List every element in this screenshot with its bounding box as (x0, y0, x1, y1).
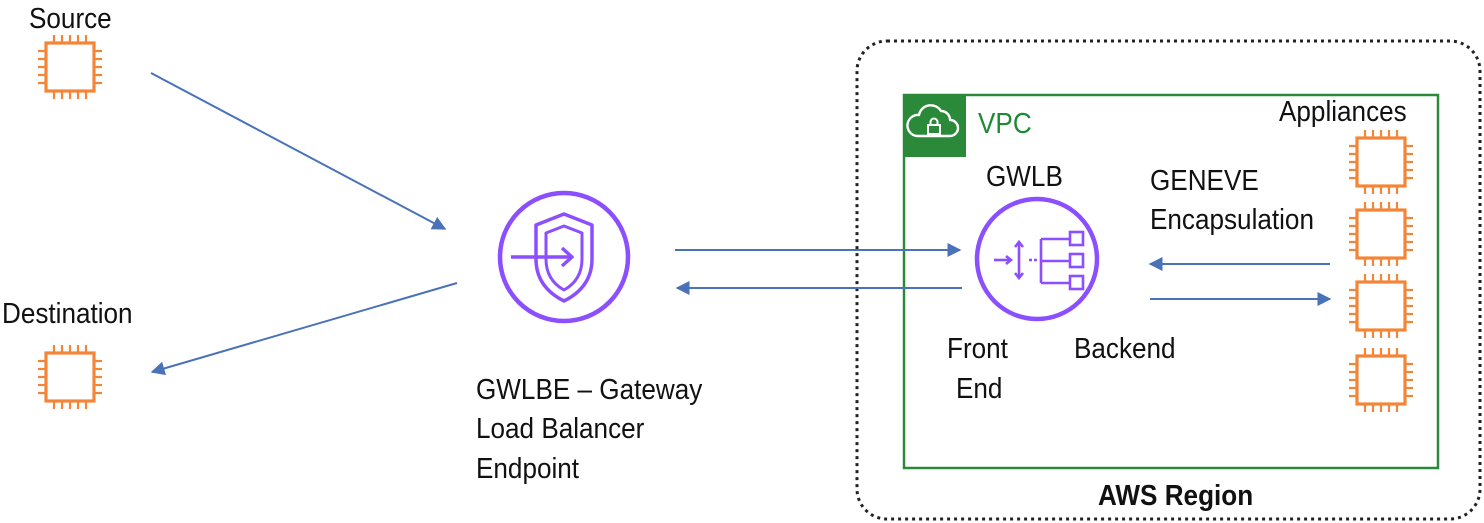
vpc-cloud-lock-icon (904, 95, 966, 157)
gwlb-label: GWLB (986, 161, 1063, 193)
appliance-instance-icon (1347, 272, 1415, 340)
source-label: Source (29, 3, 112, 35)
appliances-label: Appliances (1279, 96, 1407, 128)
gateway-load-balancer-endpoint-icon (497, 190, 631, 324)
source-instance-icon (36, 33, 104, 101)
gateway-load-balancer-icon (974, 196, 1100, 322)
gwlbe-label-line2: Load Balancer (476, 413, 645, 445)
vpc-boundary (902, 93, 1440, 470)
gwlbe-label-line1: GWLBE – Gateway (476, 374, 703, 406)
geneve-label-line2: Encapsulation (1150, 204, 1314, 236)
geneve-label-line1: GENEVE (1150, 165, 1259, 197)
front-end-label-line1: Front (947, 333, 1008, 365)
source-to-gwlbe-arrow (150, 72, 447, 230)
backend-label: Backend (1074, 333, 1176, 365)
appliance-instance-icon (1347, 128, 1415, 196)
appliance-instance-icon (1347, 346, 1415, 414)
destination-label: Destination (2, 298, 133, 330)
gwlbe-label-line3: Endpoint (476, 453, 580, 485)
destination-instance-icon (36, 343, 104, 411)
appliance-instance-icon (1347, 200, 1415, 268)
gwlbe-to-destination-arrow (150, 282, 458, 376)
aws-region-boundary (855, 39, 1482, 521)
vpc-label: VPC (978, 108, 1032, 140)
front-end-label-line2: End (956, 373, 1003, 405)
aws-region-label: AWS Region (1098, 480, 1254, 512)
